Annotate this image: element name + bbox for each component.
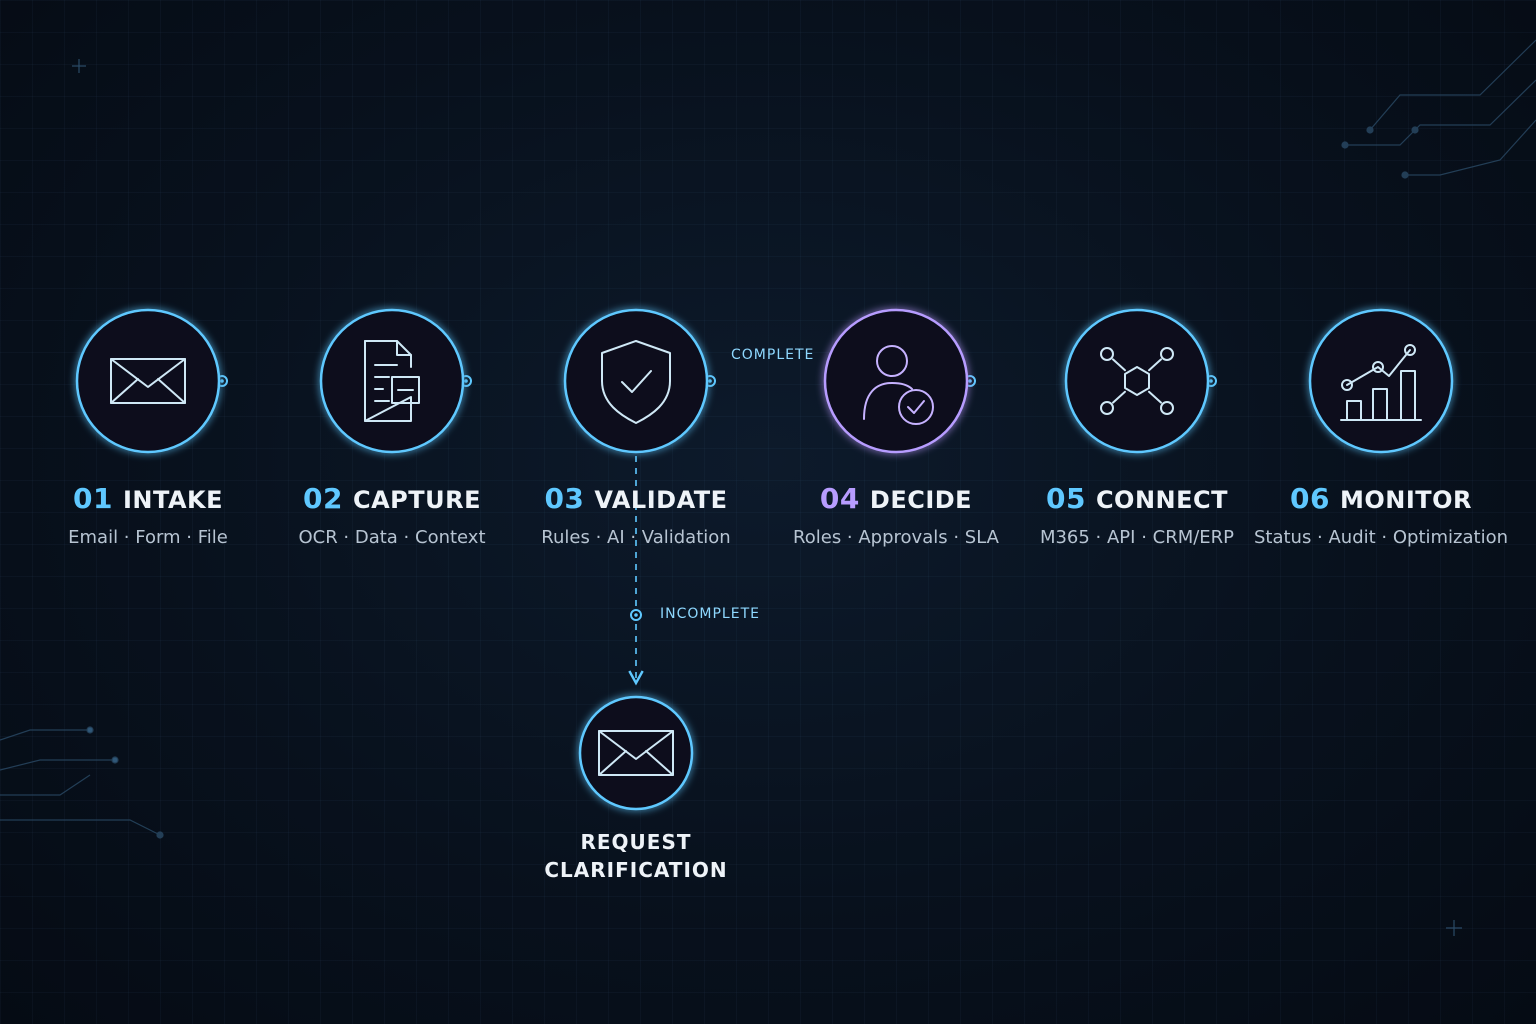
request-label-line2: CLARIFICATION bbox=[544, 858, 728, 882]
step-subtitle: Roles · Approvals · SLA bbox=[793, 527, 999, 548]
step-name: CAPTURE bbox=[352, 486, 481, 514]
step-number: 05 bbox=[1045, 482, 1086, 515]
request-label-line1: REQUEST bbox=[580, 830, 692, 854]
edge-label-complete: COMPLETE bbox=[731, 347, 815, 363]
request-clarification-node bbox=[578, 695, 694, 811]
circuit-decoration-bottom-left bbox=[0, 726, 164, 839]
step-label-decide: 04 DECIDE Roles · Approvals · SLA bbox=[766, 482, 1026, 548]
step-label-monitor: 06 MONITOR Status · Audit · Optimization bbox=[1251, 482, 1511, 548]
step-name: CONNECT bbox=[1095, 486, 1229, 514]
request-clarification-label: REQUEST CLARIFICATION bbox=[516, 828, 756, 884]
step-title: 03 VALIDATE bbox=[506, 482, 766, 515]
step-label-connect: 05 CONNECT M365 · API · CRM/ERP bbox=[1007, 482, 1267, 548]
circuit-decoration-top-right bbox=[1341, 39, 1536, 179]
edge-label-incomplete: INCOMPLETE bbox=[660, 606, 760, 622]
step-label-capture: 02 CAPTURE OCR · Data · Context bbox=[262, 482, 522, 548]
step-subtitle: OCR · Data · Context bbox=[298, 527, 486, 548]
step-number: 01 bbox=[72, 482, 113, 515]
chart-trend-icon bbox=[1340, 344, 1422, 421]
step-number: 02 bbox=[303, 482, 343, 515]
step-subtitle: Status · Audit · Optimization bbox=[1253, 527, 1509, 548]
step-node-intake bbox=[75, 308, 221, 454]
step-title: 04 DECIDE bbox=[766, 482, 1026, 515]
step-name: INTAKE bbox=[122, 486, 224, 514]
document-scan-icon bbox=[364, 340, 420, 422]
step-node-monitor bbox=[1308, 308, 1454, 454]
step-node-connect bbox=[1064, 308, 1210, 454]
network-hub-icon bbox=[1100, 347, 1174, 415]
step-node-decide bbox=[823, 308, 969, 454]
step-number: 04 bbox=[819, 482, 860, 515]
shield-check-icon bbox=[601, 340, 671, 424]
step-label-intake: 01 INTAKE Email · Form · File bbox=[18, 482, 278, 548]
step-number: 03 bbox=[544, 482, 585, 515]
step-title: 01 INTAKE bbox=[18, 482, 278, 515]
step-title: 06 MONITOR bbox=[1251, 482, 1511, 515]
step-node-capture bbox=[319, 308, 465, 454]
step-name: DECIDE bbox=[869, 486, 973, 514]
step-subtitle: Email · Form · File bbox=[68, 527, 228, 548]
step-node-validate bbox=[563, 308, 709, 454]
step-title: 05 CONNECT bbox=[1007, 482, 1267, 515]
user-check-icon bbox=[863, 345, 934, 425]
step-subtitle: M365 · API · CRM/ERP bbox=[1039, 527, 1235, 548]
step-label-validate: 03 VALIDATE Rules · AI · Validation bbox=[506, 482, 766, 548]
step-name: VALIDATE bbox=[594, 486, 728, 514]
step-subtitle: Rules · AI · Validation bbox=[541, 527, 731, 548]
step-number: 06 bbox=[1289, 482, 1330, 515]
plus-marker-decoration bbox=[72, 59, 1462, 936]
step-title: 02 CAPTURE bbox=[262, 482, 522, 515]
step-name: MONITOR bbox=[1339, 486, 1473, 514]
envelope-icon bbox=[598, 730, 674, 776]
envelope-icon bbox=[110, 358, 186, 404]
